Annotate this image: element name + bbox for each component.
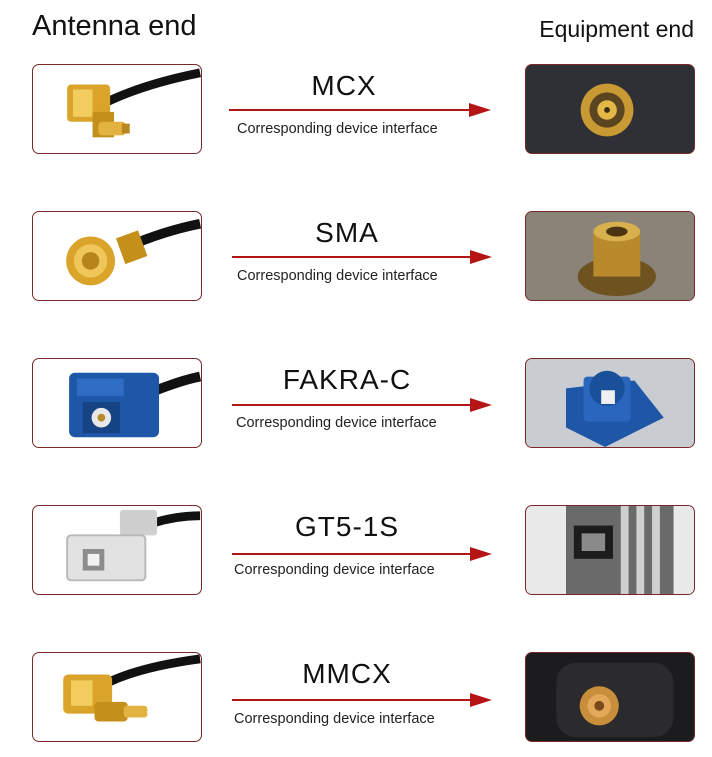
connector-row-gt5-1s: GT5-1S Corresponding device interface (0, 505, 712, 599)
connector-name: SMA (315, 217, 379, 248)
equipment-end-heading: Equipment end (539, 16, 694, 42)
gt5-1s-antenna-connector-image (32, 505, 202, 595)
interface-caption: Corresponding device interface (234, 562, 435, 578)
interface-caption: Corresponding device interface (234, 711, 435, 727)
connector-row-mmcx: MMCX Corresponding device interface (0, 652, 712, 746)
sma-antenna-connector-image (32, 211, 202, 301)
arrow-right-icon (229, 103, 491, 117)
fakra-c-antenna-connector-image (32, 358, 202, 448)
mcx-antenna-connector-image (32, 64, 202, 154)
arrow-right-icon (232, 693, 492, 707)
arrow-right-icon (232, 547, 492, 561)
fakra-c-equipment-socket-image (525, 358, 695, 448)
connector-row-mcx: MCX Corresponding device interface (0, 64, 712, 158)
connector-name: MMCX (302, 658, 392, 689)
arrow-right-icon (232, 398, 492, 412)
connector-name: FAKRA-C (282, 364, 412, 395)
interface-caption: Corresponding device interface (236, 415, 437, 431)
antenna-end-heading: Antenna end (32, 10, 197, 42)
mcx-equipment-socket-image (525, 64, 695, 154)
gt5-1s-equipment-socket-image (525, 505, 695, 595)
interface-caption: Corresponding device interface (237, 268, 438, 284)
mmcx-equipment-socket-image (525, 652, 695, 742)
connector-name: MCX (311, 70, 377, 101)
connector-row-sma: SMA Corresponding device interface (0, 211, 712, 305)
connector-name: GT5-1S (294, 511, 400, 542)
connector-row-fakra-c: FAKRA-C Corresponding device interface (0, 358, 712, 452)
mmcx-antenna-connector-image (32, 652, 202, 742)
arrow-right-icon (232, 250, 492, 264)
interface-caption: Corresponding device interface (237, 121, 438, 137)
sma-equipment-socket-image (525, 211, 695, 301)
